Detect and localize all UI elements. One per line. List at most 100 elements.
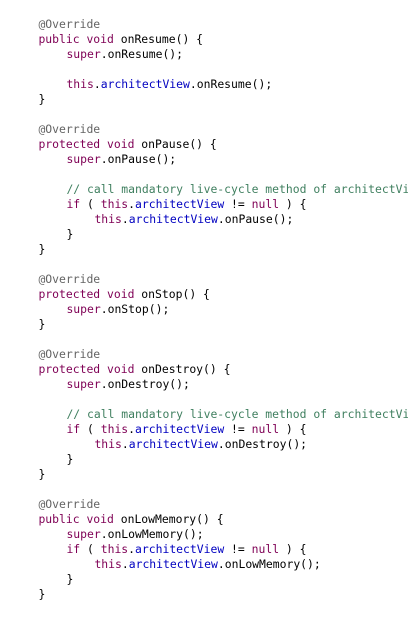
field-token: architectView — [128, 437, 218, 451]
code-line: } — [11, 212, 73, 241]
keyword-token: null — [251, 197, 280, 211]
code-token: ( — [80, 422, 101, 436]
keyword-token: public void — [38, 512, 114, 526]
code-token: } — [66, 572, 74, 586]
comment-token: // call mandatory live-cycle method of a… — [66, 182, 408, 196]
field-token: architectView — [135, 422, 225, 436]
code-line: } — [11, 227, 45, 256]
annotation-token: @Override — [38, 17, 101, 31]
code-token: ) { — [279, 542, 307, 556]
code-line: this.architectView.onResume(); — [11, 62, 272, 91]
code-token: onPause() { — [134, 137, 217, 151]
code-token: } — [38, 92, 46, 106]
keyword-token: public void — [38, 32, 114, 46]
keyword-token: this — [100, 197, 129, 211]
code-line: } — [11, 437, 73, 466]
code-token: .onLowMemory(); — [217, 557, 321, 571]
code-line: @Override — [11, 107, 100, 136]
code-line: protected void onDestroy() { — [11, 347, 230, 376]
keyword-token: protected void — [38, 137, 135, 151]
code-token: . — [121, 557, 129, 571]
code-token: .onPause(); — [217, 212, 294, 226]
field-token: architectView — [135, 197, 225, 211]
keyword-token: super — [66, 527, 101, 541]
code-token: } — [66, 227, 74, 241]
field-token: architectView — [135, 542, 225, 556]
field-token: architectView — [100, 77, 190, 91]
annotation-token: @Override — [38, 347, 101, 361]
code-line: this.architectView.onPause(); — [11, 197, 293, 226]
code-line: @Override — [11, 2, 100, 31]
code-token: } — [38, 242, 46, 256]
keyword-token: super — [66, 47, 101, 61]
code-token: .onLowMemory(); — [100, 527, 204, 541]
keyword-token: if — [66, 422, 81, 436]
code-token: } — [38, 587, 46, 601]
code-token: != — [224, 542, 252, 556]
keyword-token: null — [251, 422, 280, 436]
code-token: } — [38, 317, 46, 331]
code-line: super.onLowMemory(); — [11, 512, 203, 541]
code-token: .onDestroy(); — [217, 437, 308, 451]
keyword-token: this — [94, 557, 122, 571]
keyword-token: protected void — [38, 287, 135, 301]
code-line: super.onResume(); — [11, 32, 183, 61]
code-token: ) { — [279, 197, 307, 211]
code-line: } — [11, 452, 45, 481]
keyword-token: if — [66, 197, 81, 211]
code-token: .onResume(); — [189, 77, 273, 91]
code-line: if ( this.architectView != null ) { — [11, 407, 306, 436]
code-line: super.onStop(); — [11, 287, 169, 316]
keyword-token: this — [94, 212, 122, 226]
code-token: .onPause(); — [100, 152, 177, 166]
annotation-token: @Override — [38, 497, 101, 511]
code-line: @Override — [11, 482, 100, 511]
code-token: .onDestroy(); — [100, 377, 190, 391]
code-line: @Override — [11, 257, 100, 286]
code-token: != — [224, 197, 252, 211]
code-editor[interactable]: @Override public void onResume() { super… — [0, 0, 408, 601]
code-token: != — [224, 422, 252, 436]
code-token: ) { — [279, 422, 307, 436]
annotation-token: @Override — [38, 122, 101, 136]
code-token: onDestroy() { — [134, 362, 231, 376]
code-line: } — [11, 302, 45, 331]
keyword-token: this — [66, 77, 94, 91]
keyword-token: this — [94, 437, 122, 451]
code-line: this.architectView.onDestroy(); — [11, 422, 307, 451]
code-token: onLowMemory() { — [113, 512, 224, 526]
code-token: . — [121, 437, 129, 451]
code-line: // call mandatory live-cycle method of a… — [11, 392, 408, 421]
code-line: super.onDestroy(); — [11, 362, 189, 391]
code-token: . — [128, 542, 136, 556]
code-token: . — [121, 212, 129, 226]
code-token: .onResume(); — [100, 47, 184, 61]
code-token: ( — [80, 542, 101, 556]
code-token: onResume() { — [113, 32, 204, 46]
code-token: . — [128, 197, 136, 211]
keyword-token: super — [66, 377, 101, 391]
code-token: } — [66, 452, 74, 466]
keyword-token: super — [66, 152, 101, 166]
code-line: public void onLowMemory() { — [11, 497, 223, 526]
code-token: .onStop(); — [100, 302, 170, 316]
code-line: super.onPause(); — [11, 137, 176, 166]
code-token: . — [128, 422, 136, 436]
code-line: protected void onPause() { — [11, 122, 216, 151]
code-token: . — [93, 77, 101, 91]
code-line: if ( this.architectView != null ) { — [11, 527, 306, 556]
field-token: architectView — [128, 557, 218, 571]
code-line: this.architectView.onLowMemory(); — [11, 542, 320, 571]
keyword-token: this — [100, 422, 129, 436]
code-line: @Override — [11, 332, 100, 361]
field-token: architectView — [128, 212, 218, 226]
code-line: protected void onStop() { — [11, 272, 209, 301]
code-token: ( — [80, 197, 101, 211]
keyword-token: this — [100, 542, 129, 556]
code-line: } — [11, 77, 45, 106]
code-line: // call mandatory live-cycle method of a… — [11, 167, 408, 196]
code-line: public void onResume() { — [11, 17, 203, 46]
keyword-token: protected void — [38, 362, 135, 376]
code-line: } — [11, 572, 45, 601]
code-token: } — [38, 467, 46, 481]
